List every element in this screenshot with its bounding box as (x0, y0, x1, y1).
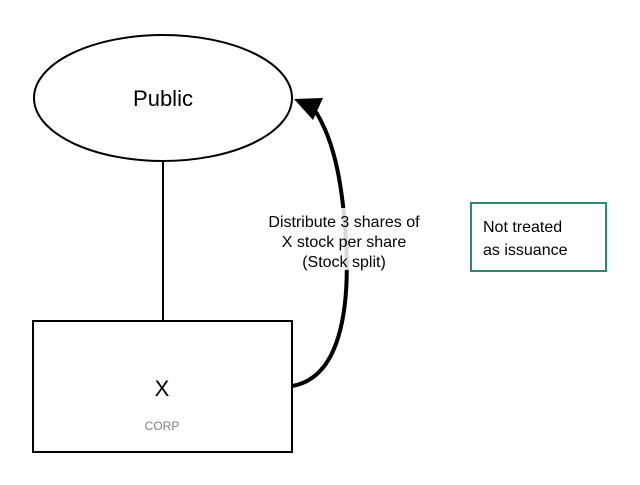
public-node[interactable]: Public (33, 34, 293, 162)
corp-node[interactable]: X CORP (32, 320, 293, 453)
edge-label-line-2: X stock per share (282, 234, 407, 251)
corp-box (32, 320, 293, 453)
note-box[interactable]: Not treated as issuance (470, 202, 607, 272)
public-label: Public (133, 86, 193, 111)
edge-label-line-1: Distribute 3 shares of (268, 214, 420, 231)
arrowhead-icon (294, 98, 323, 120)
edge-label-bg (252, 208, 436, 270)
edge-label: Distribute 3 shares of X stock per share… (252, 208, 436, 271)
corp-label: X (155, 376, 170, 401)
corp-sublabel: CORP (145, 419, 180, 433)
note-line-2: as issuance (483, 242, 568, 259)
edge-label-line-3: (Stock split) (302, 254, 386, 271)
note-border (470, 202, 607, 272)
note-line-1: Not treated (483, 219, 562, 236)
